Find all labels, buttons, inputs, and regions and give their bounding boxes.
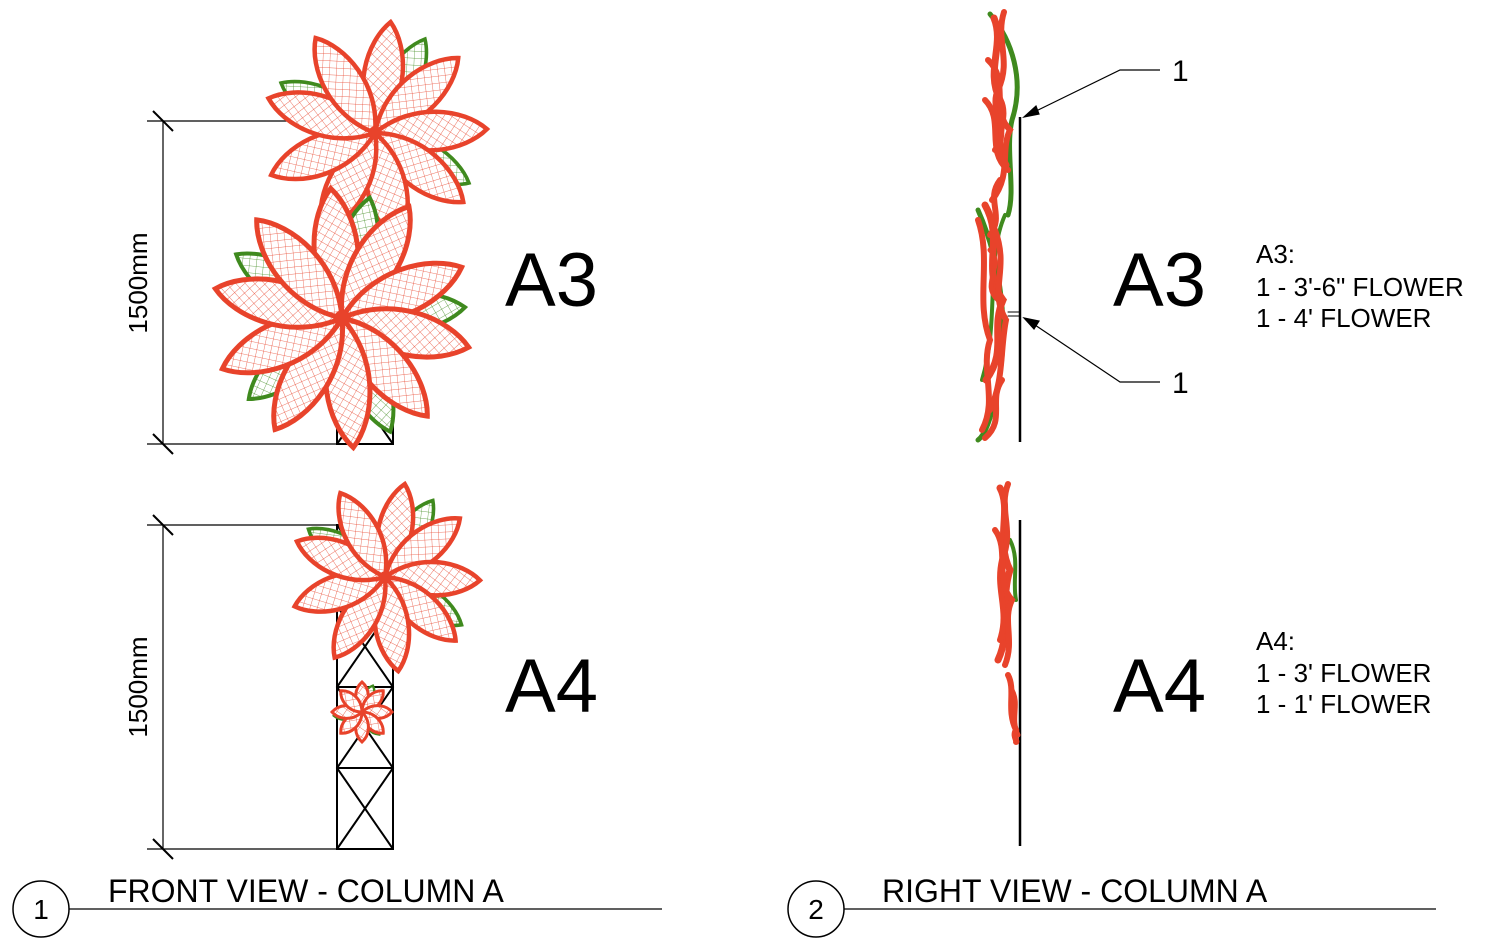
flower-center xyxy=(379,571,391,583)
right-view-title: RIGHT VIEW - COLUMN A xyxy=(882,873,1268,909)
notes-a4-heading: A4: xyxy=(1256,626,1295,656)
side-label-a4: A4 xyxy=(1113,644,1206,729)
dimension-lower xyxy=(147,514,340,860)
notes-a3-heading: A3: xyxy=(1256,239,1295,269)
flower-center xyxy=(334,310,350,326)
side-label-a3: A3 xyxy=(1113,238,1206,323)
notes-a4-line1: 1 - 3' FLOWER xyxy=(1256,658,1431,688)
front-label-a3: A3 xyxy=(505,238,598,323)
right-view-title-block xyxy=(787,880,1436,938)
flower-a4-small xyxy=(330,680,394,744)
callout-bottom xyxy=(1022,317,1160,383)
callout-top xyxy=(1022,69,1160,119)
front-view-number: 1 xyxy=(33,894,49,925)
dimension-upper-label: 1500mm xyxy=(123,232,153,333)
front-view-title: FRONT VIEW - COLUMN A xyxy=(108,873,505,909)
right-view-number: 2 xyxy=(808,894,824,925)
dimension-lower-label: 1500mm xyxy=(123,636,153,737)
red-petal xyxy=(336,490,389,581)
front-view-title-block xyxy=(12,880,662,938)
flower-a4-large xyxy=(291,480,484,675)
callout-bottom-number: 1 xyxy=(1172,367,1189,400)
flower-a3-bottom xyxy=(211,184,473,452)
notes-a4-line2: 1 - 1' FLOWER xyxy=(1256,689,1431,719)
flower-center xyxy=(368,126,382,140)
side-flower-a4 xyxy=(992,481,1021,745)
notes-a3-line1: 1 - 3'-6" FLOWER xyxy=(1256,272,1464,302)
red-petal xyxy=(312,35,378,137)
front-label-a4: A4 xyxy=(505,644,598,729)
red-petal xyxy=(339,689,364,714)
notes-a3-line2: 1 - 4' FLOWER xyxy=(1256,303,1431,333)
callout-top-number: 1 xyxy=(1172,55,1189,88)
side-flower-a3 xyxy=(975,9,1021,443)
red-petal xyxy=(254,217,345,322)
flower-center xyxy=(360,710,364,714)
